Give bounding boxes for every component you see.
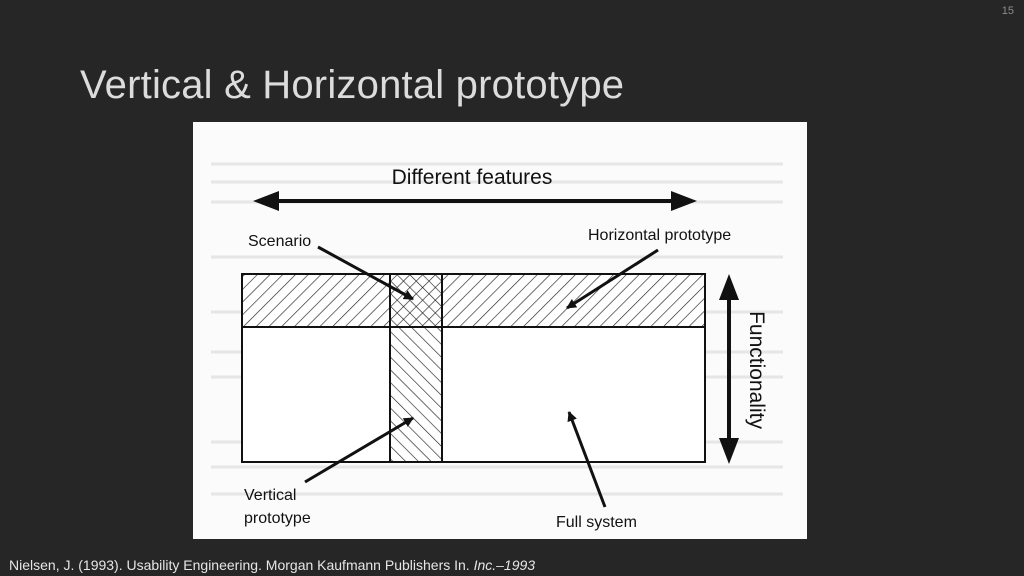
full-system-label: Full system bbox=[556, 514, 637, 531]
citation: Nielsen, J. (1993). Usability Engineerin… bbox=[9, 557, 535, 573]
diagram-canvas: Different features Scenario Horizontal p… bbox=[211, 162, 783, 531]
citation-text: Nielsen, J. (1993). Usability Engineerin… bbox=[9, 557, 470, 573]
functionality-label: Functionality bbox=[745, 311, 768, 429]
horizontal-prototype-arrow bbox=[566, 248, 659, 310]
vertical-prototype-label-line2: prototype bbox=[244, 510, 311, 527]
scenario-label: Scenario bbox=[248, 233, 311, 250]
scenario-cell bbox=[389, 273, 443, 328]
full-system-arrow bbox=[567, 411, 607, 508]
vertical-prototype-label-line1: Vertical bbox=[244, 487, 296, 504]
vertical-prototype-column bbox=[389, 326, 443, 463]
features-double-arrow bbox=[253, 191, 697, 211]
citation-italic: Inc.–1993 bbox=[473, 557, 536, 573]
scenario-arrow bbox=[317, 245, 414, 301]
slide-title: Vertical & Horizontal prototype bbox=[80, 63, 625, 107]
slide-number: 15 bbox=[1001, 5, 1014, 17]
prototype-diagram: Different features Scenario Horizontal p… bbox=[193, 122, 807, 539]
different-features-label: Different features bbox=[392, 166, 553, 189]
horizontal-prototype-label: Horizontal prototype bbox=[588, 227, 731, 244]
horizontal-prototype-bar-right bbox=[441, 273, 706, 328]
functionality-double-arrow bbox=[719, 274, 739, 464]
horizontal-prototype-bar-left bbox=[241, 273, 391, 328]
vertical-prototype-arrow bbox=[304, 416, 414, 484]
